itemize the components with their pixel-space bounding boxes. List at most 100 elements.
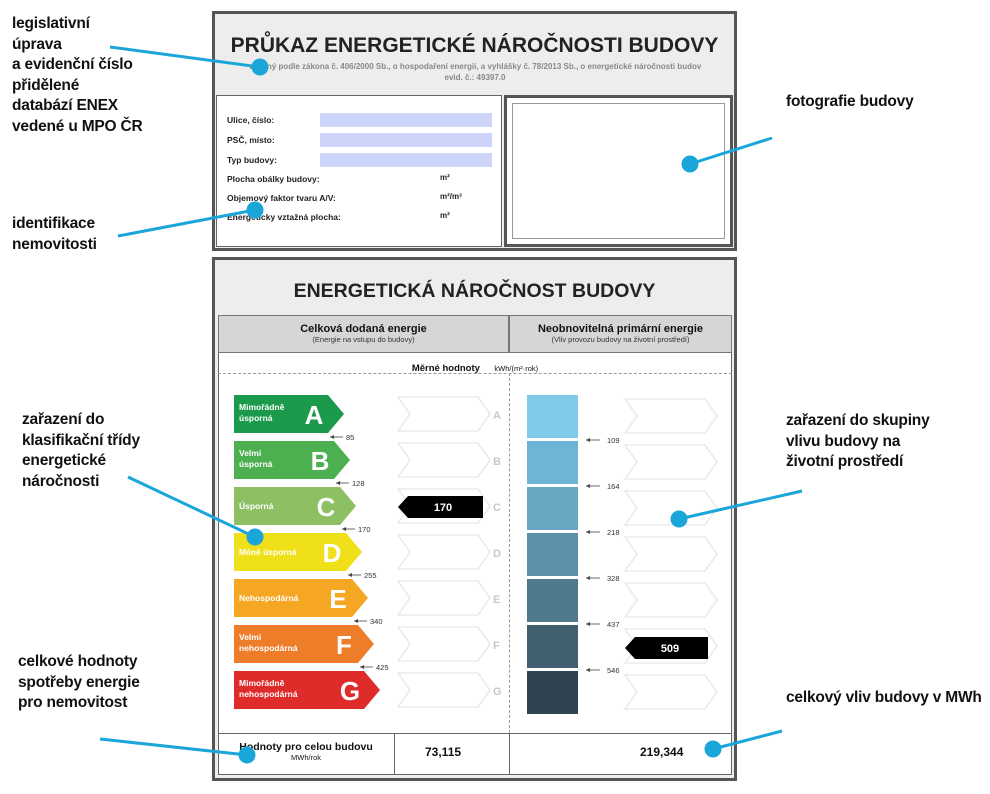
right-total-value: 219,344: [640, 745, 684, 759]
left-column-header: Celková dodaná energie (Energie na vstup…: [218, 315, 509, 353]
area-label: Energeticky vztažná plocha:: [227, 212, 341, 222]
envelope-unit: m²: [440, 173, 450, 182]
svg-text:85: 85: [346, 433, 354, 442]
ghost-arrow: [396, 396, 491, 432]
callout-dot-classification: [246, 528, 264, 546]
right-column-header: Neobnovitelná primární energie (Vliv pro…: [509, 315, 732, 353]
callout-totals: celkové hodnoty spotřeby energie pro nem…: [18, 653, 140, 711]
env-ghost-arrow: [623, 582, 718, 618]
totals-sep-2: [509, 733, 510, 775]
class-label: Nehospodárná: [239, 593, 299, 603]
svg-text:128: 128: [352, 479, 365, 488]
callout-dot-photo: [681, 155, 699, 173]
env-ghost-arrow: [623, 398, 718, 434]
photo-placeholder: [512, 103, 725, 239]
totals-row: [218, 733, 732, 775]
certificate-title: PRŮKAZ ENERGETICKÉ NÁROČNOSTI BUDOVY: [230, 34, 719, 57]
svg-text:437: 437: [607, 620, 620, 629]
env-ghost-arrow: [623, 536, 718, 572]
zip-label: PSČ, místo:: [227, 135, 275, 145]
divider-line: [218, 373, 732, 374]
callout-line-legislative: [109, 45, 261, 69]
ghost-arrow: [396, 534, 491, 570]
left-total-value: 73,115: [425, 745, 462, 759]
type-label: Typ budovy:: [227, 155, 277, 165]
totals-label: Hodnoty pro celou budovu MWh/rok: [239, 741, 373, 762]
ghost-letter: D: [493, 548, 501, 560]
callout-dot-impact: [704, 740, 722, 758]
class-label-2: nehospodárná: [239, 643, 298, 653]
street-field[interactable]: [320, 113, 492, 127]
class-bar-c: Úsporná C: [234, 487, 356, 525]
left-tick: 170: [342, 525, 371, 534]
callout-dot-identification: [246, 201, 264, 219]
ghost-letter: B: [493, 456, 501, 468]
svg-text:509: 509: [661, 643, 679, 655]
zip-field[interactable]: [320, 133, 492, 147]
class-bar-e: Nehospodárná E: [234, 579, 368, 617]
left-tick: 425: [360, 663, 389, 672]
callout-dot-totals: [238, 746, 256, 764]
class-label: Mimořádně: [239, 678, 285, 688]
ghost-arrow: [396, 626, 491, 662]
class-label: Méně úsporná: [239, 547, 297, 557]
class-label: Velmi: [239, 632, 261, 642]
class-label: Úsporná: [239, 500, 274, 511]
svg-text:255: 255: [364, 571, 377, 580]
class-letter: G: [340, 676, 360, 706]
ghost-letter: A: [493, 410, 501, 422]
column-divider: [509, 373, 510, 733]
class-label: Velmi: [239, 448, 261, 458]
class-label-2: nehospodárná: [239, 689, 298, 699]
type-field[interactable]: [320, 153, 492, 167]
photo-box: [504, 95, 733, 247]
callout-line-identification: [117, 208, 256, 238]
class-letter: D: [323, 538, 342, 568]
certificate-subtitle: vydaný podle zákona č. 406/2000 Sb., o h…: [248, 62, 702, 82]
ghost-letter: F: [493, 640, 500, 652]
svg-text:340: 340: [370, 617, 383, 626]
callout-dot-environment: [670, 510, 688, 528]
class-label-2: úsporná: [239, 459, 273, 469]
callout-classification: zařazení do klasifikační třídy energetic…: [22, 411, 140, 490]
shape-unit: m²/m³: [440, 192, 462, 201]
class-letter: E: [329, 584, 346, 614]
class-label-2: úsporná: [239, 413, 273, 423]
ghost-letter: C: [493, 502, 501, 514]
right-tick: 164: [586, 482, 620, 491]
left-value-marker: 170: [398, 496, 483, 518]
envelope-label: Plocha obálky budovy:: [227, 174, 320, 184]
env-scale-block: [527, 487, 578, 530]
right-tick: 546: [586, 666, 620, 675]
env-scale-block: [527, 671, 578, 714]
env-scale-block: [527, 579, 578, 622]
callout-line-environment: [678, 489, 803, 521]
class-letter: B: [311, 446, 330, 476]
svg-text:425: 425: [376, 663, 389, 672]
class-letter: C: [317, 492, 336, 522]
ghost-arrow: [396, 442, 491, 478]
env-scale-block: [527, 441, 578, 484]
svg-text:328: 328: [607, 574, 620, 583]
env-ghost-arrow: [623, 444, 718, 480]
callout-line-photo: [689, 136, 773, 166]
env-ghost-arrow: [623, 490, 718, 526]
street-label: Ulice, číslo:: [227, 115, 275, 125]
class-label: Mimořádně: [239, 402, 285, 412]
callout-dot-legislative: [251, 58, 269, 76]
svg-text:170: 170: [358, 525, 371, 534]
callout-impact: celkový vliv budovy v MWh: [786, 689, 982, 706]
ghost-arrow: [396, 580, 491, 616]
area-unit: m²: [440, 211, 450, 220]
svg-text:218: 218: [607, 528, 620, 537]
right-tick: 109: [586, 436, 620, 445]
env-scale-block: [527, 625, 578, 668]
svg-text:164: 164: [607, 482, 620, 491]
callout-line-impact: [712, 729, 783, 751]
